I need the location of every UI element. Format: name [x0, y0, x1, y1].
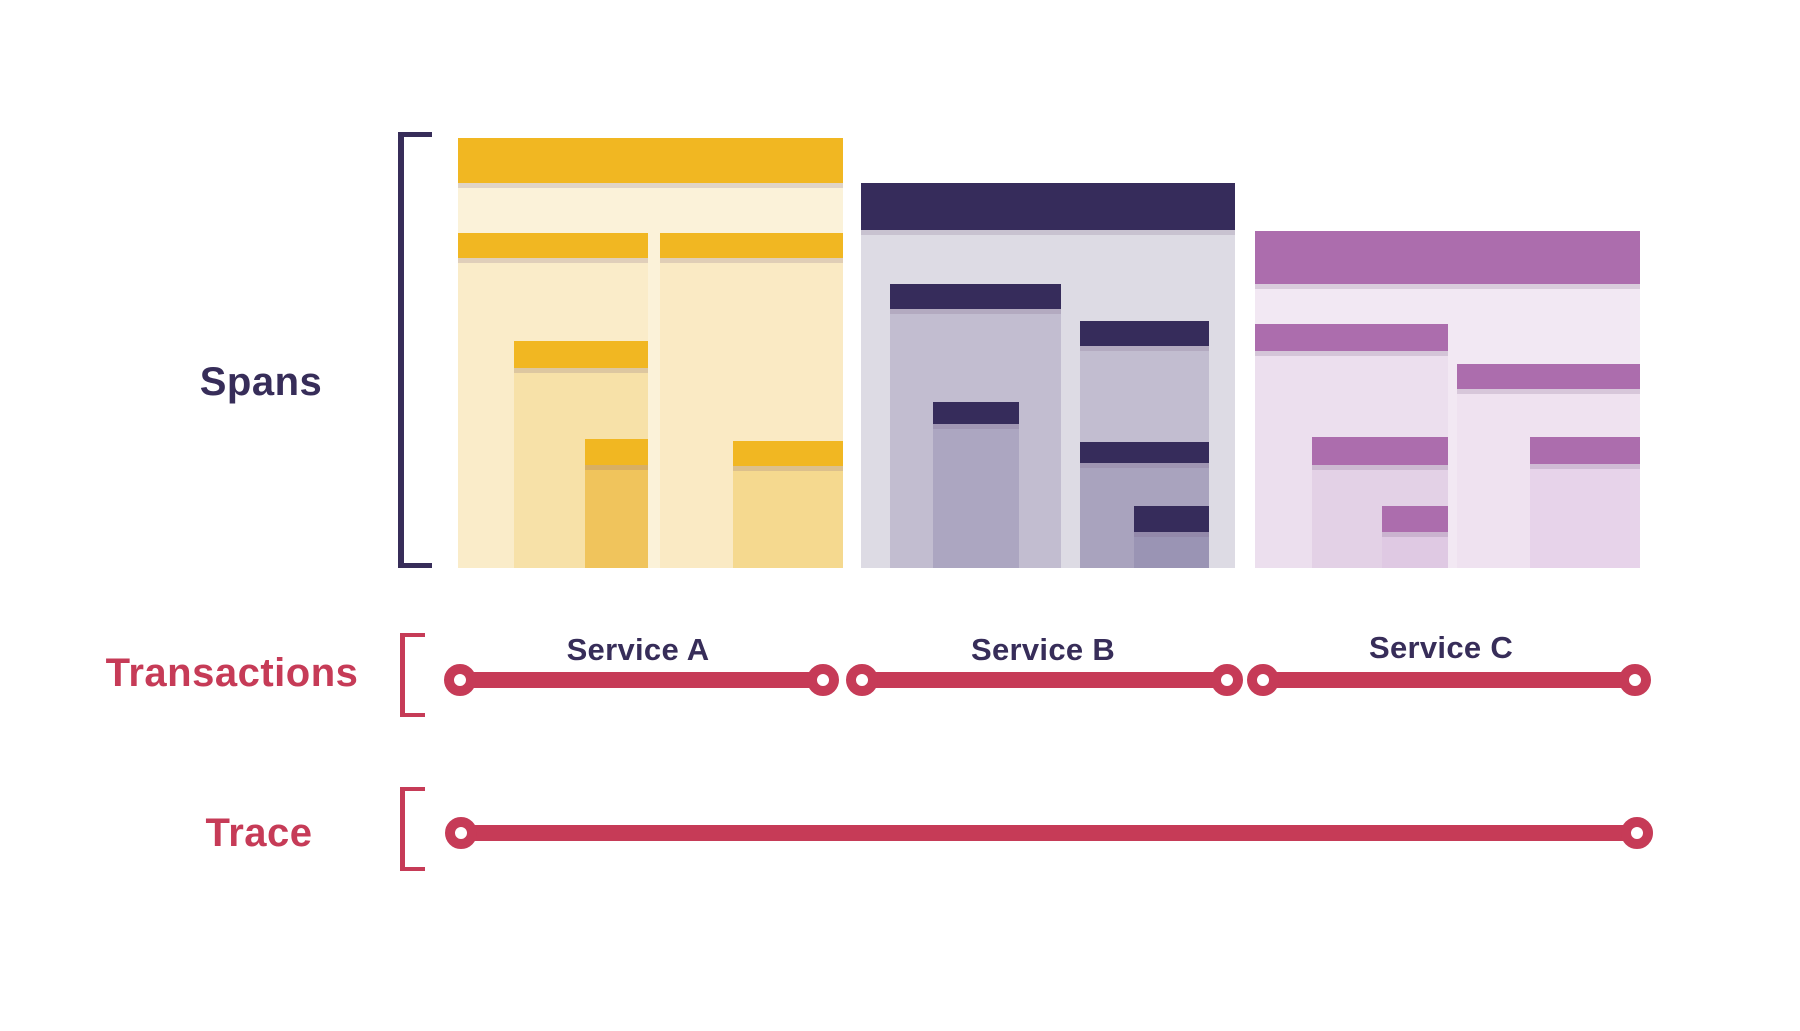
transaction-endpoint-circle — [1211, 664, 1243, 696]
span-bar — [1080, 442, 1209, 463]
transaction-line — [862, 672, 1227, 688]
trace-endpoint-circle — [1621, 817, 1653, 849]
span-body — [1530, 464, 1640, 568]
span-bar — [1530, 437, 1640, 464]
service-a-label: Service A — [566, 632, 710, 667]
trace-endpoint-circle — [445, 817, 477, 849]
service-b-label: Service B — [970, 632, 1116, 667]
span-bar — [660, 233, 843, 258]
transactions-bracket — [400, 633, 425, 717]
spans-label: Spans — [199, 360, 323, 404]
span-body — [1382, 532, 1448, 568]
span-bar — [514, 341, 648, 368]
span-bar — [1080, 321, 1209, 346]
span-bar — [890, 284, 1061, 309]
transaction-endpoint-circle — [846, 664, 878, 696]
span-bar — [933, 402, 1019, 424]
spans-bracket — [398, 132, 432, 568]
transaction-line — [460, 672, 823, 688]
service-root-span-bar — [458, 138, 843, 183]
span-bar — [585, 439, 648, 465]
span-body — [1134, 532, 1209, 568]
trace-line — [461, 825, 1637, 841]
service-root-span-bar — [1255, 231, 1640, 284]
transaction-endpoint-circle — [444, 664, 476, 696]
span-body — [933, 424, 1019, 568]
service-c-label: Service C — [1368, 630, 1514, 665]
transaction-endpoint-circle — [1619, 664, 1651, 696]
transaction-endpoint-circle — [1247, 664, 1279, 696]
service-root-span-bar — [861, 183, 1235, 230]
trace-bracket — [400, 787, 425, 871]
transaction-endpoint-circle — [807, 664, 839, 696]
span-bar — [1134, 506, 1209, 532]
span-bar — [1457, 364, 1640, 389]
span-bar — [1382, 506, 1448, 532]
span-bar — [458, 233, 648, 258]
span-bar — [733, 441, 843, 466]
span-bar — [1255, 324, 1448, 351]
transaction-line — [1263, 672, 1635, 688]
transactions-label: Transactions — [105, 651, 359, 695]
trace-label: Trace — [205, 811, 313, 855]
span-bar — [1312, 437, 1448, 465]
span-body — [585, 465, 648, 568]
span-body — [733, 466, 843, 568]
